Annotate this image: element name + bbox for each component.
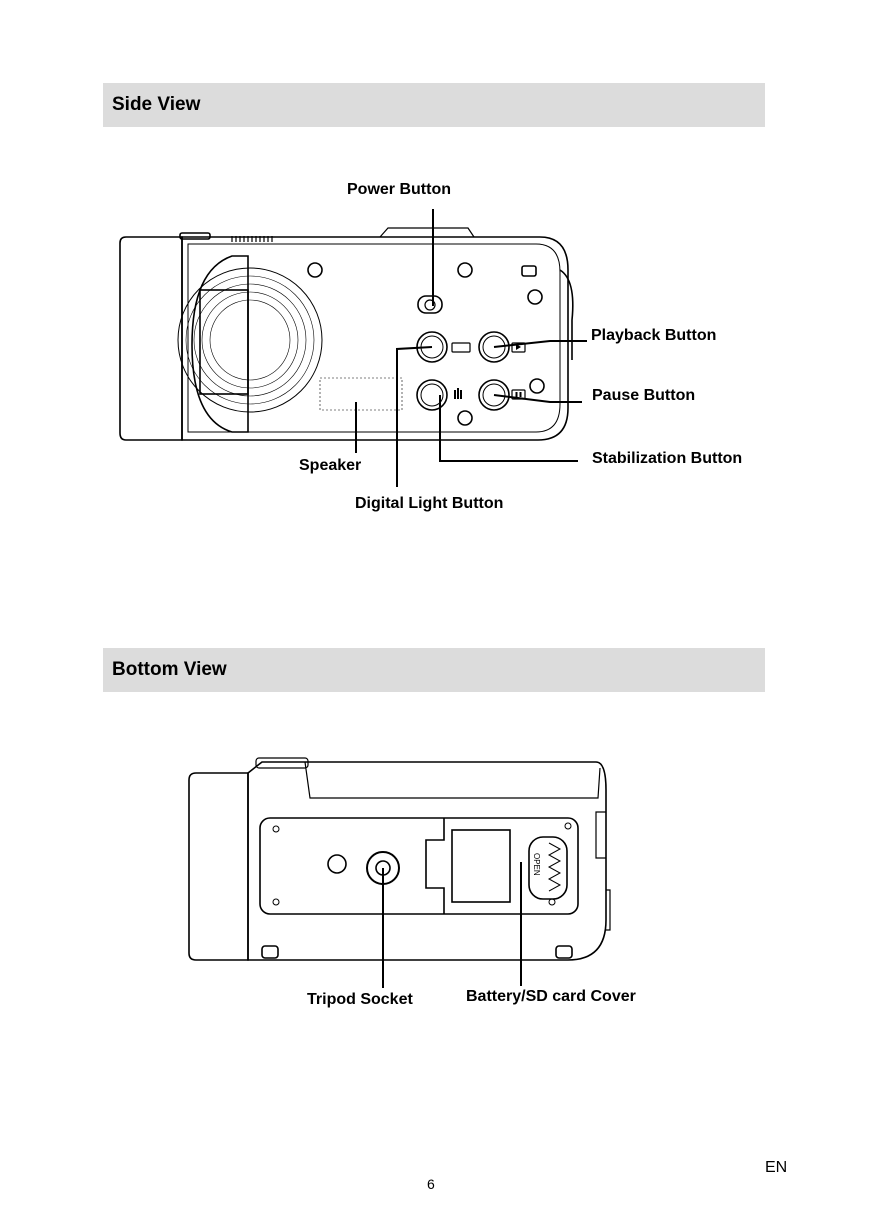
section-header-bottom-view: Bottom View	[103, 648, 765, 692]
latch-open-text: OPEN	[532, 853, 541, 876]
page-number: 6	[427, 1176, 435, 1192]
label-digital-light-button: Digital Light Button	[355, 495, 504, 512]
label-power-button: Power Button	[347, 181, 451, 198]
section-title: Bottom View	[112, 659, 227, 680]
label-battery-sd-cover: Battery/SD card Cover	[466, 988, 636, 1005]
language-code: EN	[765, 1159, 788, 1176]
label-stabilization-button: Stabilization Button	[592, 450, 743, 467]
section-title: Side View	[112, 94, 201, 115]
label-tripod-socket: Tripod Socket	[307, 991, 413, 1008]
label-playback-button: Playback Button	[591, 327, 717, 344]
label-speaker: Speaker	[299, 457, 362, 474]
label-pause-button: Pause Button	[592, 387, 696, 404]
section-header-side-view: Side View	[103, 83, 765, 127]
